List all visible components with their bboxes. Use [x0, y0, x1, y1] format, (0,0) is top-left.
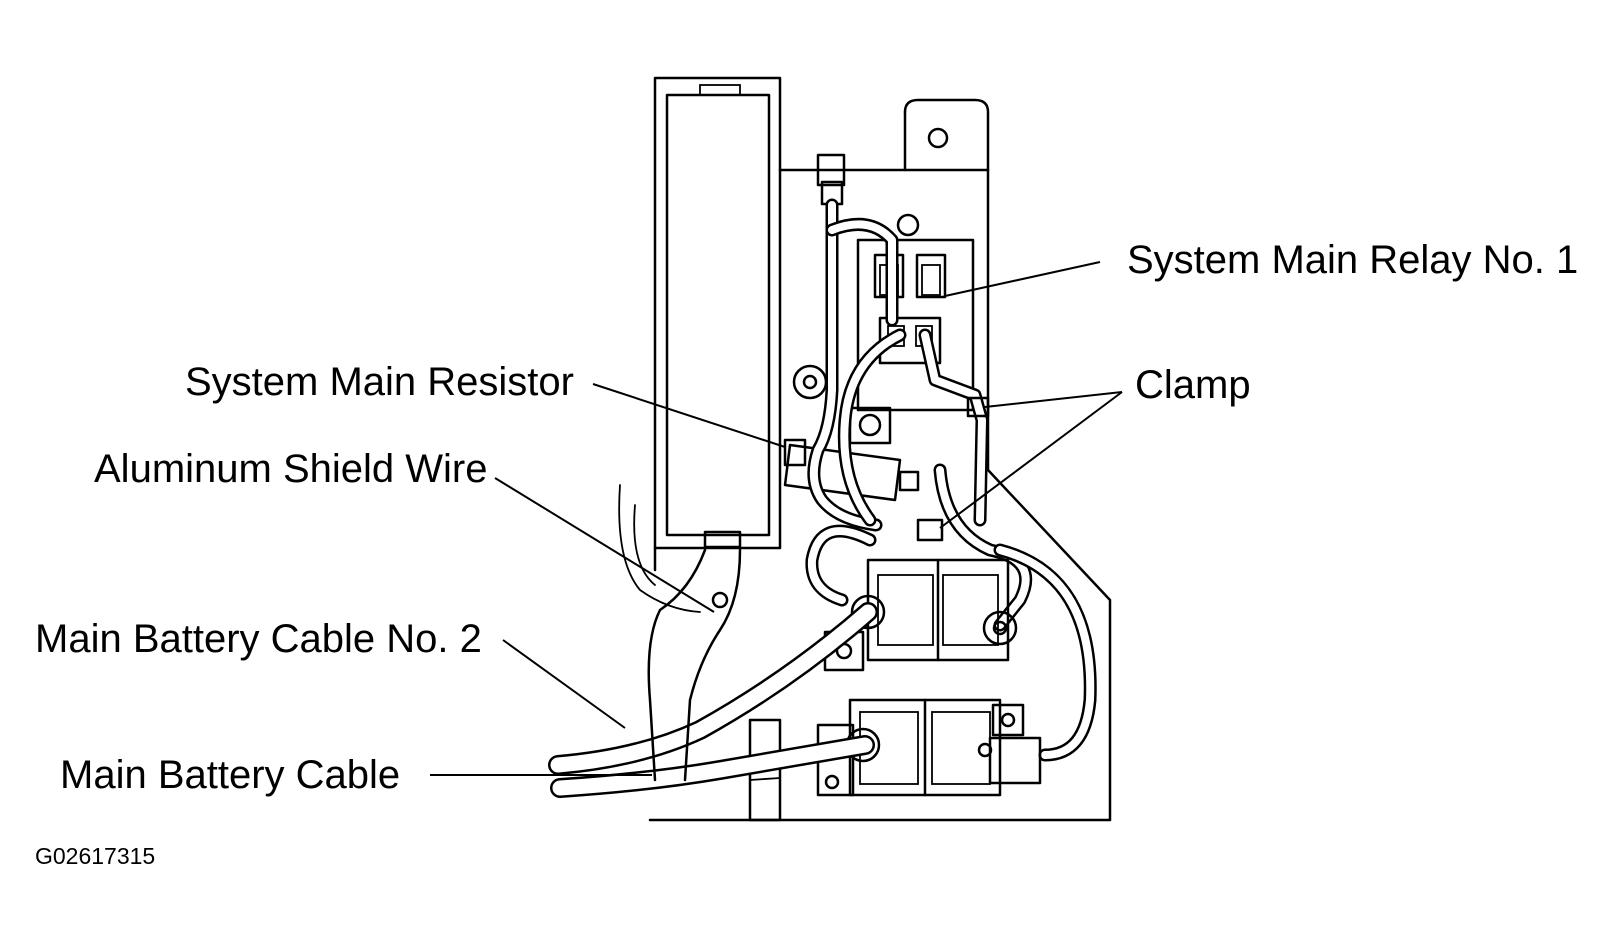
leader-relay	[944, 261, 1101, 297]
figure-id: G02617315	[35, 843, 155, 869]
connector	[816, 153, 846, 206]
leader-clamp-1	[984, 391, 1123, 408]
leader-resistor	[592, 383, 786, 448]
label-main-battery-cable-no2: Main Battery Cable No. 2	[35, 617, 482, 661]
system-main-relay	[856, 213, 975, 412]
label-system-main-relay: System Main Relay No. 1	[1127, 238, 1578, 282]
leader-shield-wire	[494, 477, 715, 613]
callouts: System Main Relay No. 1 System Main Resi…	[35, 238, 1578, 869]
leader-cable-no2	[502, 639, 626, 729]
wiring-harness	[805, 198, 1097, 762]
vertical-housing	[653, 76, 782, 572]
label-system-main-resistor: System Main Resistor	[185, 360, 574, 404]
system-main-resistor	[783, 438, 920, 502]
label-clamp: Clamp	[1135, 363, 1251, 407]
main-battery-cables	[548, 484, 878, 798]
label-main-battery-cable: Main Battery Cable	[60, 753, 400, 797]
mounting-plate	[648, 98, 1112, 822]
bolt	[848, 406, 892, 445]
leader-clamp-2	[939, 391, 1123, 529]
label-aluminum-shield-wire: Aluminum Shield Wire	[94, 447, 487, 491]
